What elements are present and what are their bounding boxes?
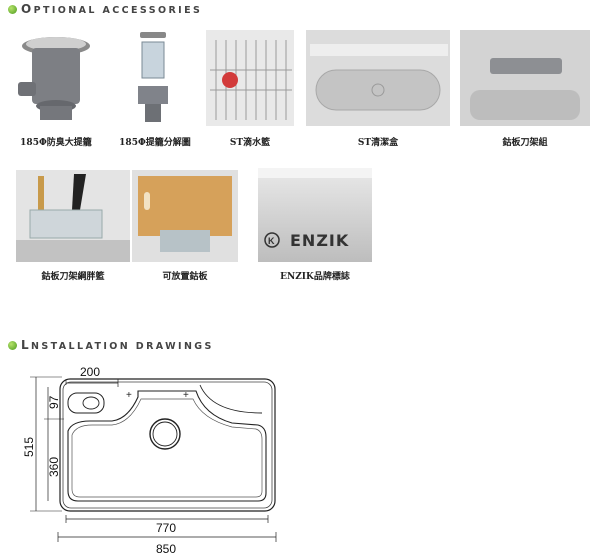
- accessories-section-title: Optional accessories: [8, 2, 202, 16]
- accessory-caption: 185Φ提籠分解圖: [119, 138, 191, 148]
- dim-bottom-total: 850: [156, 542, 176, 556]
- dim-left-total: 515: [22, 437, 36, 457]
- accessory-image-strainer-basket: [12, 30, 100, 126]
- dim-bottom-inner: 770: [156, 521, 176, 535]
- accessory-image-brand-logo: K ENZIK: [258, 168, 372, 262]
- accessory-image-knife-holder-basket: [16, 170, 130, 262]
- svg-text:+: +: [126, 390, 132, 401]
- svg-text:+: +: [183, 390, 189, 401]
- dim-left-small: 97: [47, 395, 61, 409]
- brand-logo-text: ENZIK: [290, 231, 350, 250]
- accessory-caption: 185Φ防臭大提籠: [20, 138, 92, 148]
- bullet-icon: [8, 340, 17, 350]
- accessory-caption: ST清潔盒: [357, 138, 399, 148]
- installation-section-title: Lnstallation drawings: [8, 338, 214, 352]
- accessory-image-cutting-board: [132, 170, 238, 262]
- accessory-caption: 鈷板刀架組: [502, 138, 548, 148]
- accessory-image-strainer-exploded: [130, 30, 176, 126]
- dim-left-bowl: 360: [47, 457, 61, 477]
- accessory-caption: 鈷板刀架綱胖籃: [41, 272, 105, 282]
- bullet-icon: [8, 4, 17, 14]
- accessory-image-drain-basket: [206, 30, 294, 126]
- accessory-image-knife-holder: [460, 30, 590, 126]
- accessory-caption: 可放置鈷板: [162, 272, 208, 282]
- accessory-caption: ST滴水籃: [229, 138, 271, 148]
- svg-text:K: K: [268, 236, 275, 246]
- installation-drawing: + + 200 97 515 360 770 850: [22, 365, 277, 556]
- accessory-image-cleaning-box: [306, 30, 450, 126]
- dim-top: 200: [80, 365, 100, 379]
- accessory-caption: ENZIK品牌標誌: [280, 272, 350, 282]
